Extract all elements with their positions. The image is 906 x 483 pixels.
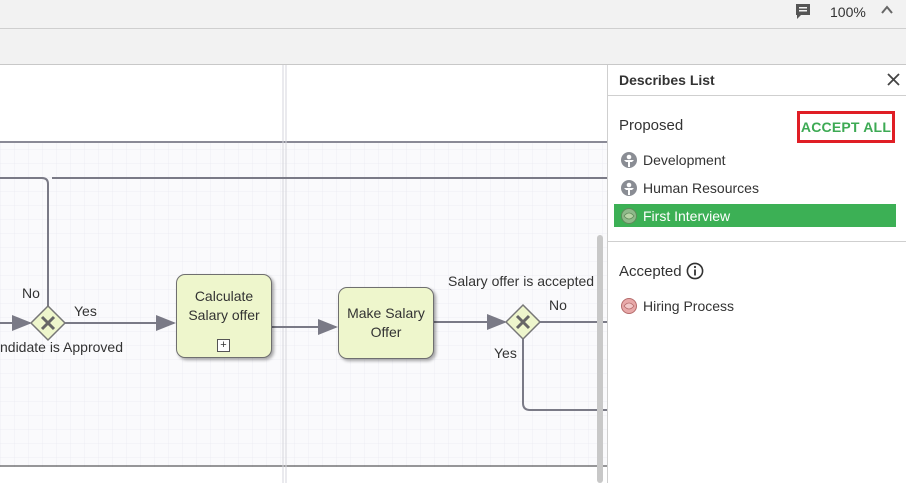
item-label: Development (643, 151, 726, 168)
gateway-label-offer-accepted: Salary offer is accepted (448, 273, 595, 289)
item-label: First Interview (643, 207, 731, 224)
canvas-scrollbar[interactable] (597, 235, 603, 483)
top-toolbar: 100% (0, 0, 906, 29)
task-label: Make Salary Offer (347, 305, 425, 340)
flow-label-yes: Yes (494, 345, 517, 361)
loop-flow (0, 177, 49, 308)
process-pink-icon (621, 297, 637, 314)
section-divider (608, 241, 906, 242)
close-icon[interactable] (886, 72, 901, 87)
bpmn-diagram (0, 65, 607, 483)
describes-list-panel: Describes List Proposed ACCEPT ALL Devel… (607, 65, 906, 483)
gateway-approved[interactable] (29, 304, 67, 342)
task-calculate-salary-offer[interactable]: Calculate Salary offer + (176, 274, 272, 358)
org-unit-icon (621, 151, 637, 168)
process-icon (621, 207, 637, 224)
task-make-salary-offer[interactable]: Make Salary Offer (338, 287, 434, 359)
secondary-toolbar (0, 29, 906, 65)
item-label: Human Resources (643, 179, 759, 196)
comment-icon[interactable] (794, 3, 812, 21)
info-icon[interactable] (686, 262, 704, 280)
task-label: Calculate Salary offer (188, 288, 260, 323)
zoom-level[interactable]: 100% (830, 4, 866, 20)
proposed-heading: Proposed (619, 117, 684, 134)
accepted-heading: Accepted (619, 263, 682, 280)
flow-label-no: No (549, 297, 567, 313)
flow-label-yes: Yes (74, 303, 97, 319)
diagram-canvas[interactable]: Calculate Salary offer + Make Salary Off… (0, 65, 607, 483)
item-label: Hiring Process (643, 297, 735, 314)
panel-title: Describes List (619, 72, 715, 88)
accept-all-button[interactable]: ACCEPT ALL (797, 111, 895, 143)
accepted-item-hiring-process[interactable]: Hiring Process (614, 294, 896, 317)
flow-label-no: No (22, 285, 40, 301)
gateway-label-approved: ndidate is Approved (0, 339, 123, 355)
proposed-item-human-resources[interactable]: Human Resources (614, 176, 896, 199)
proposed-item-first-interview[interactable]: First Interview (614, 204, 896, 227)
org-unit-icon (621, 179, 637, 196)
panel-header: Describes List (608, 65, 906, 96)
proposed-item-development[interactable]: Development (614, 148, 896, 171)
subprocess-marker-icon[interactable]: + (217, 339, 230, 352)
chevron-up-icon[interactable] (880, 3, 894, 17)
